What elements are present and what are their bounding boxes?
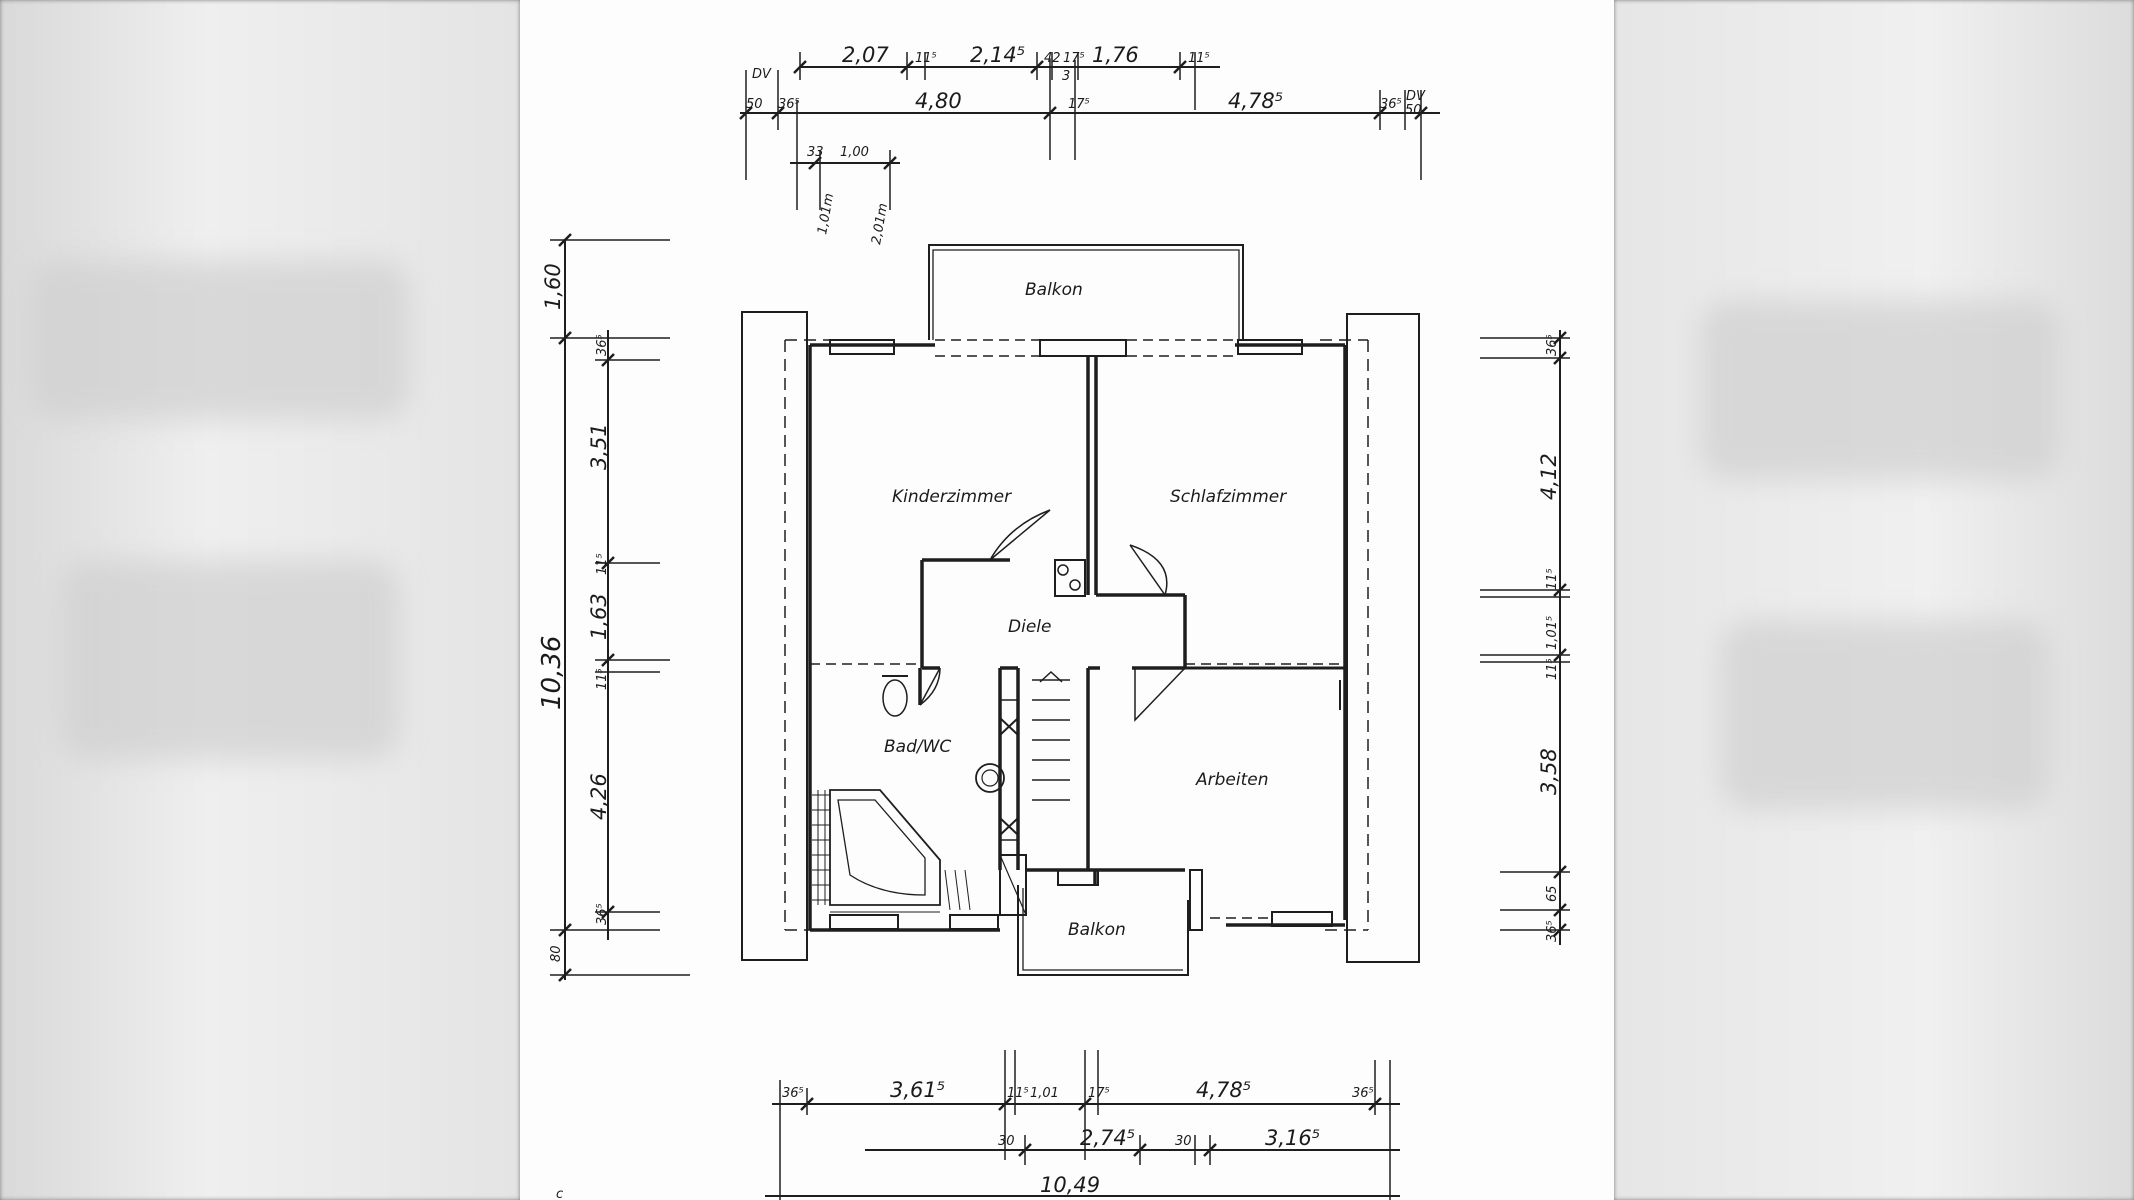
room-label-balkon-top: Balkon <box>1025 280 1083 300</box>
dim-top-r2-5: 4,78⁵ <box>1228 89 1283 113</box>
dim-window-h-1: 1,01m <box>815 192 837 236</box>
dim-right-5: 11⁵ <box>1545 658 1560 680</box>
dim-right-2: 4,12 <box>1537 453 1561 500</box>
dim-top-r3-2: 1,00 <box>840 145 869 160</box>
dim-top-r2-4: 17⁵ <box>1068 97 1090 112</box>
dim-top-dv-left: DV <box>752 67 772 82</box>
dim-top-7: 11⁵ <box>1188 51 1210 66</box>
dim-left-4: 11⁵ <box>595 553 610 575</box>
floor-plan-drawing: Balkon Kinderzimmer Schlafzimmer Diele B… <box>537 43 1570 1200</box>
dim-bottom-4: 1,01 <box>1030 1086 1059 1101</box>
dim-left-3: 3,51 <box>587 423 611 470</box>
dim-top-r2-1: 50 <box>746 97 763 112</box>
dim-right-1: 36⁵ <box>1545 334 1560 356</box>
blur-shape <box>1700 300 2060 480</box>
dim-left-2: 36⁵ <box>595 334 610 356</box>
corner-mark: c <box>556 1187 563 1200</box>
room-label-diele: Diele <box>1008 617 1051 637</box>
dim-top-6: 1,76 <box>1092 43 1139 67</box>
dim-right-7: 65 <box>1545 885 1560 902</box>
dim-bottom-r2-4: 3,16⁵ <box>1265 1126 1320 1150</box>
dim-left-5: 1,63 <box>587 593 611 640</box>
dim-top-3: 2,14⁵ <box>970 43 1025 67</box>
dim-top-1: 2,07 <box>842 43 889 67</box>
dim-right-8: 36⁵ <box>1545 920 1560 942</box>
dim-bottom-7: 36⁵ <box>1352 1086 1374 1101</box>
room-label-kinderzimmer: Kinderzimmer <box>892 487 1012 507</box>
floor-plan-sheet: Balkon Kinderzimmer Schlafzimmer Diele B… <box>520 0 1614 1200</box>
dim-top-r3-1: 33 <box>807 145 824 160</box>
dim-left-6: 11⁵ <box>595 668 610 690</box>
blur-shape <box>30 260 410 420</box>
dim-right-4: 1,01⁵ <box>1545 616 1560 650</box>
dim-bottom-6: 4,78⁵ <box>1196 1078 1251 1102</box>
dim-left-total: 10,36 <box>537 636 567 710</box>
dim-right-6: 3,58 <box>1537 748 1561 795</box>
room-label-bad: Bad/WC <box>884 737 951 757</box>
room-label-schlafzimmer: Schlafzimmer <box>1170 487 1287 507</box>
dim-top-r2-6: 36⁵ <box>1380 97 1402 112</box>
dim-top-r2-2: 36⁵ <box>778 97 800 112</box>
dim-bottom-r2-2: 2,74⁵ <box>1080 1126 1135 1150</box>
dim-top-5: 17⁵ <box>1063 51 1085 66</box>
blur-shape <box>60 560 400 760</box>
blurred-background-right <box>1614 0 2134 1200</box>
dim-bottom-r2-1: 30 <box>998 1134 1015 1149</box>
dim-left-9: 80 <box>549 945 564 962</box>
dim-bottom-1: 36⁵ <box>782 1086 804 1101</box>
plan-linework <box>550 52 1570 1200</box>
room-label-arbeiten: Arbeiten <box>1195 770 1269 790</box>
dim-left-8: 36⁵ <box>595 903 610 925</box>
dim-top-4: 42 <box>1044 51 1061 66</box>
dim-top-extra: 3 <box>1062 69 1070 84</box>
dim-right-3: 11⁵ <box>1545 568 1560 590</box>
dim-top-2: 11⁵ <box>915 51 937 66</box>
blur-shape <box>1720 620 2050 810</box>
dim-bottom-5: 17⁵ <box>1088 1086 1110 1101</box>
dim-bottom-2: 3,61⁵ <box>890 1078 945 1102</box>
dim-bottom-total: 10,49 <box>1040 1173 1100 1197</box>
dim-bottom-3: 11⁵ <box>1007 1086 1029 1101</box>
dim-left-7: 4,26 <box>587 773 611 820</box>
dim-top-r2-7: 50 <box>1405 103 1422 118</box>
dim-top-r2-3: 4,80 <box>915 89 962 113</box>
dim-top-dv-right: DV <box>1406 89 1426 104</box>
dim-window-h-2: 2,01m <box>869 202 891 246</box>
dim-left-1: 1,60 <box>541 263 565 310</box>
room-label-balkon-bottom: Balkon <box>1068 920 1126 940</box>
dim-bottom-r2-3: 30 <box>1175 1134 1192 1149</box>
